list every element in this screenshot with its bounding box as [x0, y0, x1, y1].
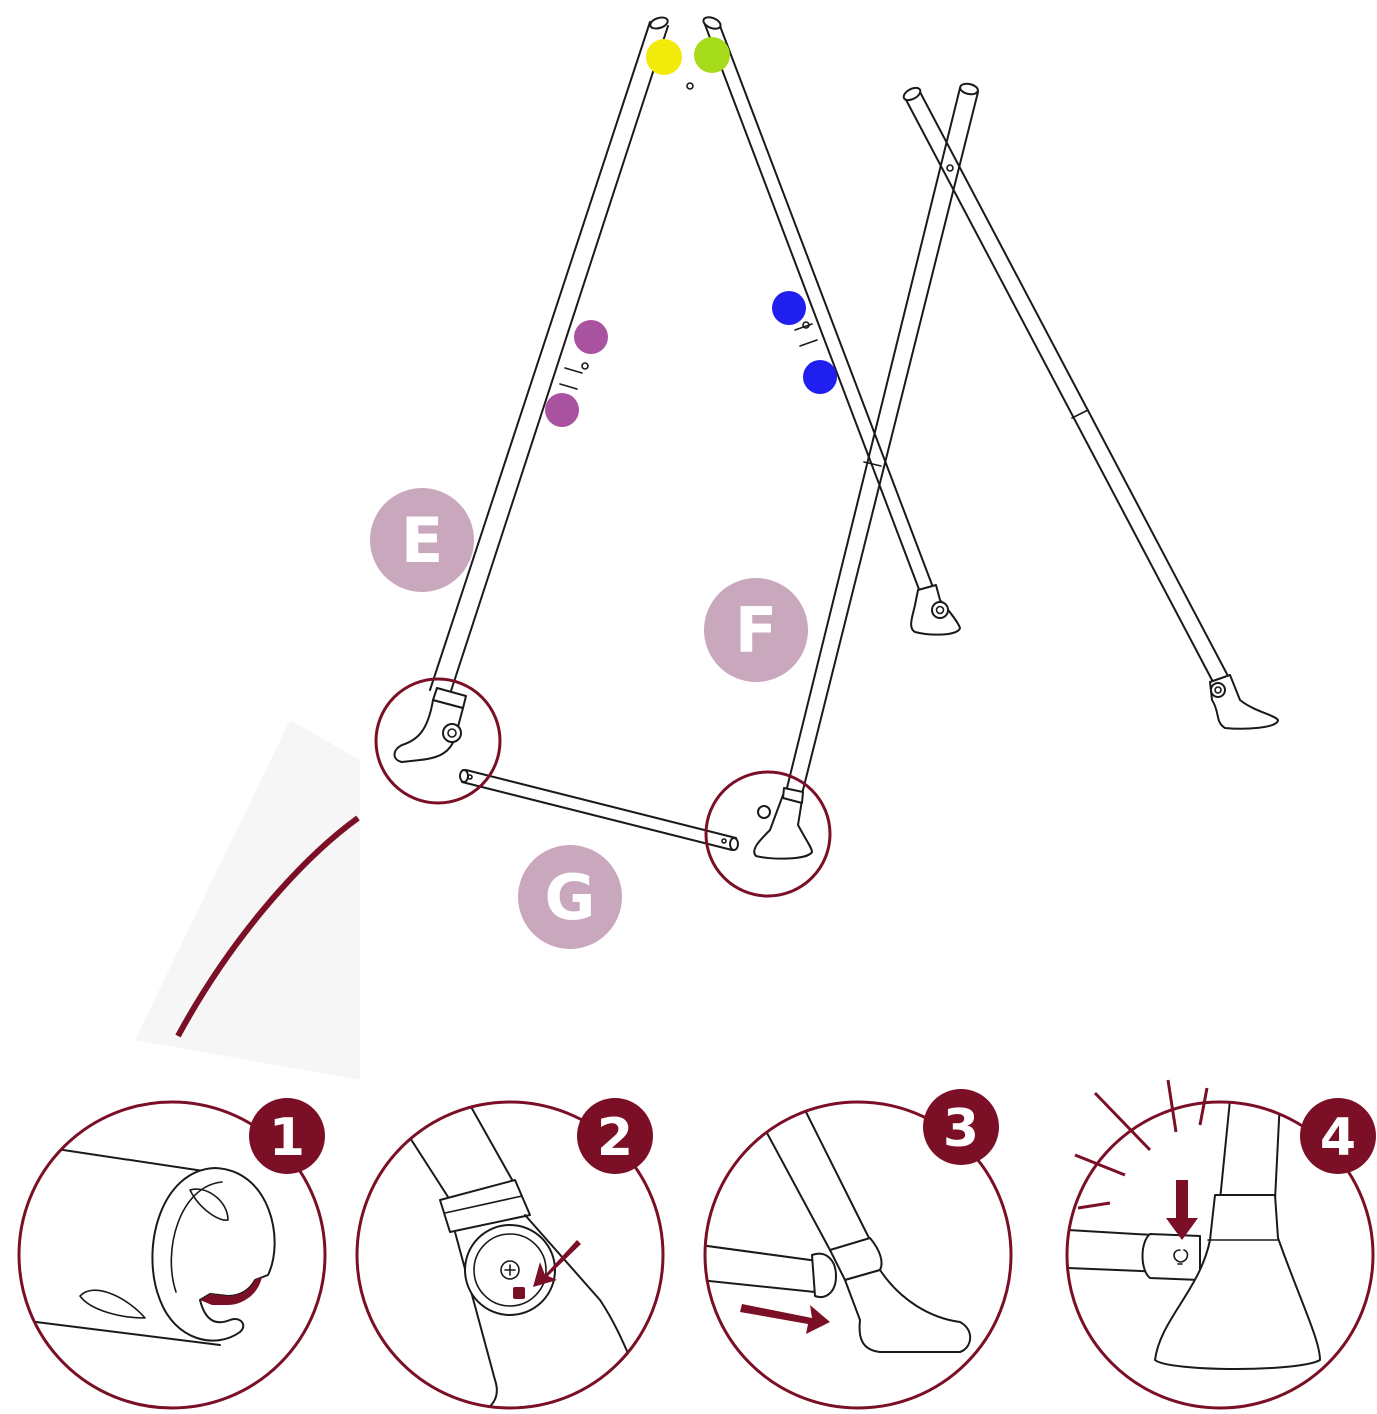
- step-3-badge: 3: [923, 1089, 999, 1165]
- step-4-badge: 4: [1300, 1098, 1376, 1174]
- step-4-number: 4: [1320, 1108, 1356, 1168]
- click-burst: [1074, 1079, 1209, 1210]
- step-1-panel: 1: [17, 1098, 327, 1410]
- step-1-number: 1: [269, 1108, 305, 1168]
- frame-drawing: [374, 16, 1279, 898]
- marker-purple-lower: [545, 393, 579, 427]
- step-3-number: 3: [943, 1099, 979, 1159]
- detail-ring-right: [704, 770, 832, 898]
- label-g-text: G: [545, 861, 596, 934]
- marker-purple-upper: [574, 320, 608, 354]
- leg-crossing-back: [686, 16, 961, 636]
- step-2-number: 2: [597, 1108, 633, 1168]
- step-4-panel: 4: [1065, 1079, 1376, 1410]
- marker-green: [694, 37, 730, 73]
- step-3-panel: 3: [703, 1089, 1013, 1410]
- label-f-text: F: [735, 594, 777, 667]
- marker-blue-lower: [803, 360, 837, 394]
- callout-pointer: [135, 720, 360, 1080]
- step-1-badge: 1: [249, 1098, 325, 1174]
- label-f: F: [704, 578, 808, 682]
- step-2-panel: 2: [355, 1098, 665, 1410]
- leg-e: [393, 16, 669, 763]
- marker-blue-upper: [772, 291, 806, 325]
- leg-back-right: [902, 86, 1279, 730]
- detail-ring-left: [374, 677, 502, 805]
- step-2-badge: 2: [577, 1098, 653, 1174]
- label-e-text: E: [401, 504, 443, 577]
- label-e: E: [370, 488, 474, 592]
- leg-f: [753, 82, 979, 860]
- bar-g: [459, 769, 739, 851]
- marker-yellow: [646, 39, 682, 75]
- label-g: G: [518, 845, 622, 949]
